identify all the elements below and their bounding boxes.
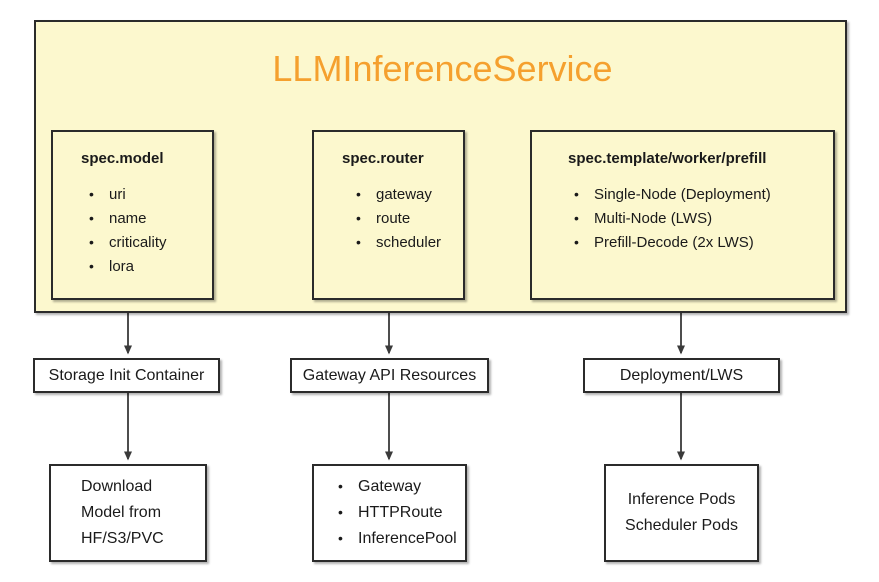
spec-router-box[interactable]: spec.router gateway route scheduler	[312, 130, 465, 300]
storage-init-container-label: Storage Init Container	[48, 366, 205, 384]
gateway-api-resources-box[interactable]: Gateway API Resources	[290, 358, 489, 393]
deployment-lws-label: Deployment/LWS	[619, 366, 744, 384]
list-item: criticality	[87, 230, 212, 255]
list-item: InferencePool	[336, 525, 465, 552]
list-item: Gateway	[336, 473, 465, 500]
list-item: scheduler	[354, 230, 463, 255]
gateway-resources-list: Gateway HTTPRoute InferencePool	[314, 473, 465, 552]
text-line: HF/S3/PVC	[81, 530, 164, 547]
spec-model-box[interactable]: spec.model uri name criticality lora	[51, 130, 214, 300]
spec-template-list: Single-Node (Deployment) Multi-Node (LWS…	[532, 182, 833, 255]
inference-pods-text: Inference Pods Scheduler Pods	[606, 466, 757, 560]
text-line: Download	[81, 478, 153, 495]
list-item: Prefill-Decode (2x LWS)	[572, 230, 833, 255]
spec-template-worker-prefill-box[interactable]: spec.template/worker/prefill Single-Node…	[530, 130, 835, 300]
download-model-text: Download Model from HF/S3/PVC	[51, 466, 205, 560]
spec-router-list: gateway route scheduler	[314, 182, 463, 255]
spec-model-list: uri name criticality lora	[53, 182, 212, 279]
list-item: Multi-Node (LWS)	[572, 206, 833, 231]
download-model-box[interactable]: Download Model from HF/S3/PVC	[49, 464, 207, 562]
list-item: route	[354, 206, 463, 231]
page-title: LLMInferenceService	[272, 48, 613, 89]
spec-template-heading: spec.template/worker/prefill	[568, 150, 767, 167]
text-line: Model from	[81, 504, 162, 521]
gateway-api-resources-label: Gateway API Resources	[302, 366, 477, 384]
spec-model-heading: spec.model	[81, 150, 164, 167]
storage-init-container-box[interactable]: Storage Init Container	[33, 358, 220, 393]
list-item: uri	[87, 182, 212, 207]
list-item: lora	[87, 254, 212, 279]
text-line: Scheduler Pods	[625, 517, 738, 534]
spec-router-heading: spec.router	[342, 150, 424, 167]
gateway-resources-list-box[interactable]: Gateway HTTPRoute InferencePool	[312, 464, 467, 562]
inference-pods-box[interactable]: Inference Pods Scheduler Pods	[604, 464, 759, 562]
list-item: name	[87, 206, 212, 231]
deployment-lws-box[interactable]: Deployment/LWS	[583, 358, 780, 393]
gateway-resources-wrap: Gateway HTTPRoute InferencePool	[314, 466, 465, 560]
list-item: Single-Node (Deployment)	[572, 182, 833, 207]
text-line: Inference Pods	[627, 491, 736, 508]
list-item: HTTPRoute	[336, 499, 465, 526]
list-item: gateway	[354, 182, 463, 207]
